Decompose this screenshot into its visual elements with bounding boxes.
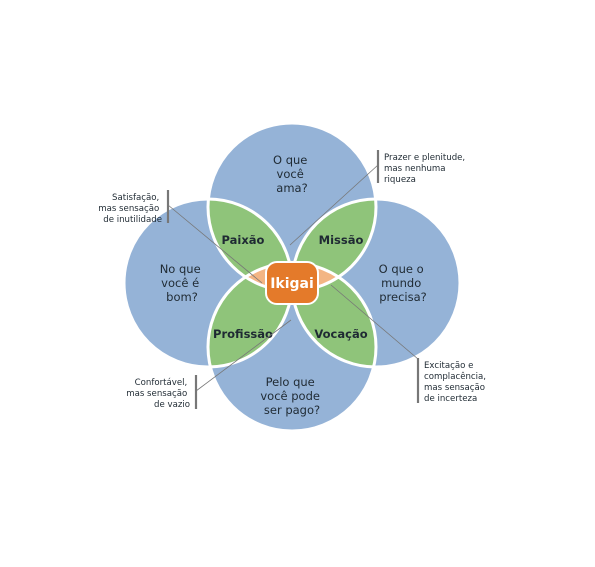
circle-label-left: No que você é bom? (160, 262, 205, 304)
leader-top-right (289, 164, 379, 246)
center-badge: Ikigai (265, 261, 319, 305)
circle-label-bottom: Pelo que você pode ser pago? (260, 375, 323, 417)
leader-bottom-left (195, 319, 292, 392)
note-top-right: Prazer e plenitude, mas nenhuma riqueza (384, 153, 468, 185)
leader-lines (167, 164, 419, 392)
circle-label-top: O que você ama? (273, 153, 311, 195)
ikigai-label: Ikigai (270, 276, 314, 292)
petal-top-right (292, 199, 376, 291)
ikigai-badge (265, 261, 319, 305)
overlap-petals (208, 199, 376, 367)
petal-bottom-right (292, 263, 376, 367)
note-bottom-left: Confortável, mas sensação de vazio (126, 378, 190, 410)
overlap-label-missao: Missão (319, 233, 364, 247)
note-brackets (166, 150, 420, 409)
note-bottom-right: Excitação e complacência, mas sensação d… (424, 361, 489, 404)
overlap-label-profissao: Profissão (213, 327, 273, 341)
petal-bottom-left (208, 263, 292, 367)
petal-top-left (208, 199, 292, 291)
circle-label-right: O que o mundo precisa? (379, 262, 428, 304)
note-top-left: Satisfação, mas sensação de inutilidade (98, 193, 162, 225)
overlap-label-vocacao: Vocação (314, 327, 367, 341)
leader-bottom-right (330, 284, 419, 360)
overlap-label-paixao: Paixão (222, 233, 265, 247)
leader-top-left (167, 204, 263, 284)
